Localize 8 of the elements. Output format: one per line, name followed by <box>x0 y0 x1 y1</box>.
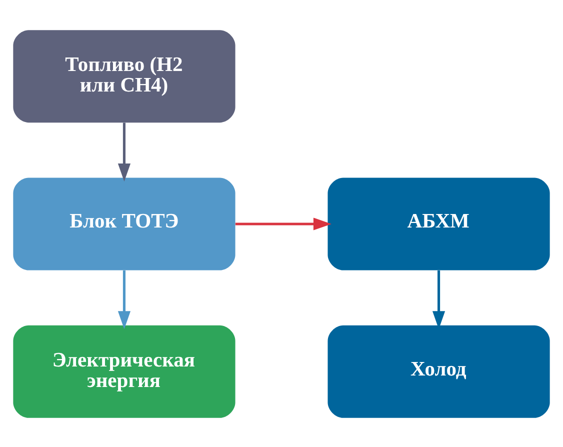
arrow <box>118 122 131 182</box>
node-box: Блок ТОТЭ <box>13 177 236 270</box>
arrow <box>235 217 332 230</box>
arrow <box>118 270 131 329</box>
node-box: Электрическая энергия <box>13 324 236 418</box>
node-box: Холод <box>328 324 550 418</box>
node-box: АБХМ <box>328 177 550 270</box>
node-box: Топливо (H2 или CH4) <box>13 30 236 122</box>
